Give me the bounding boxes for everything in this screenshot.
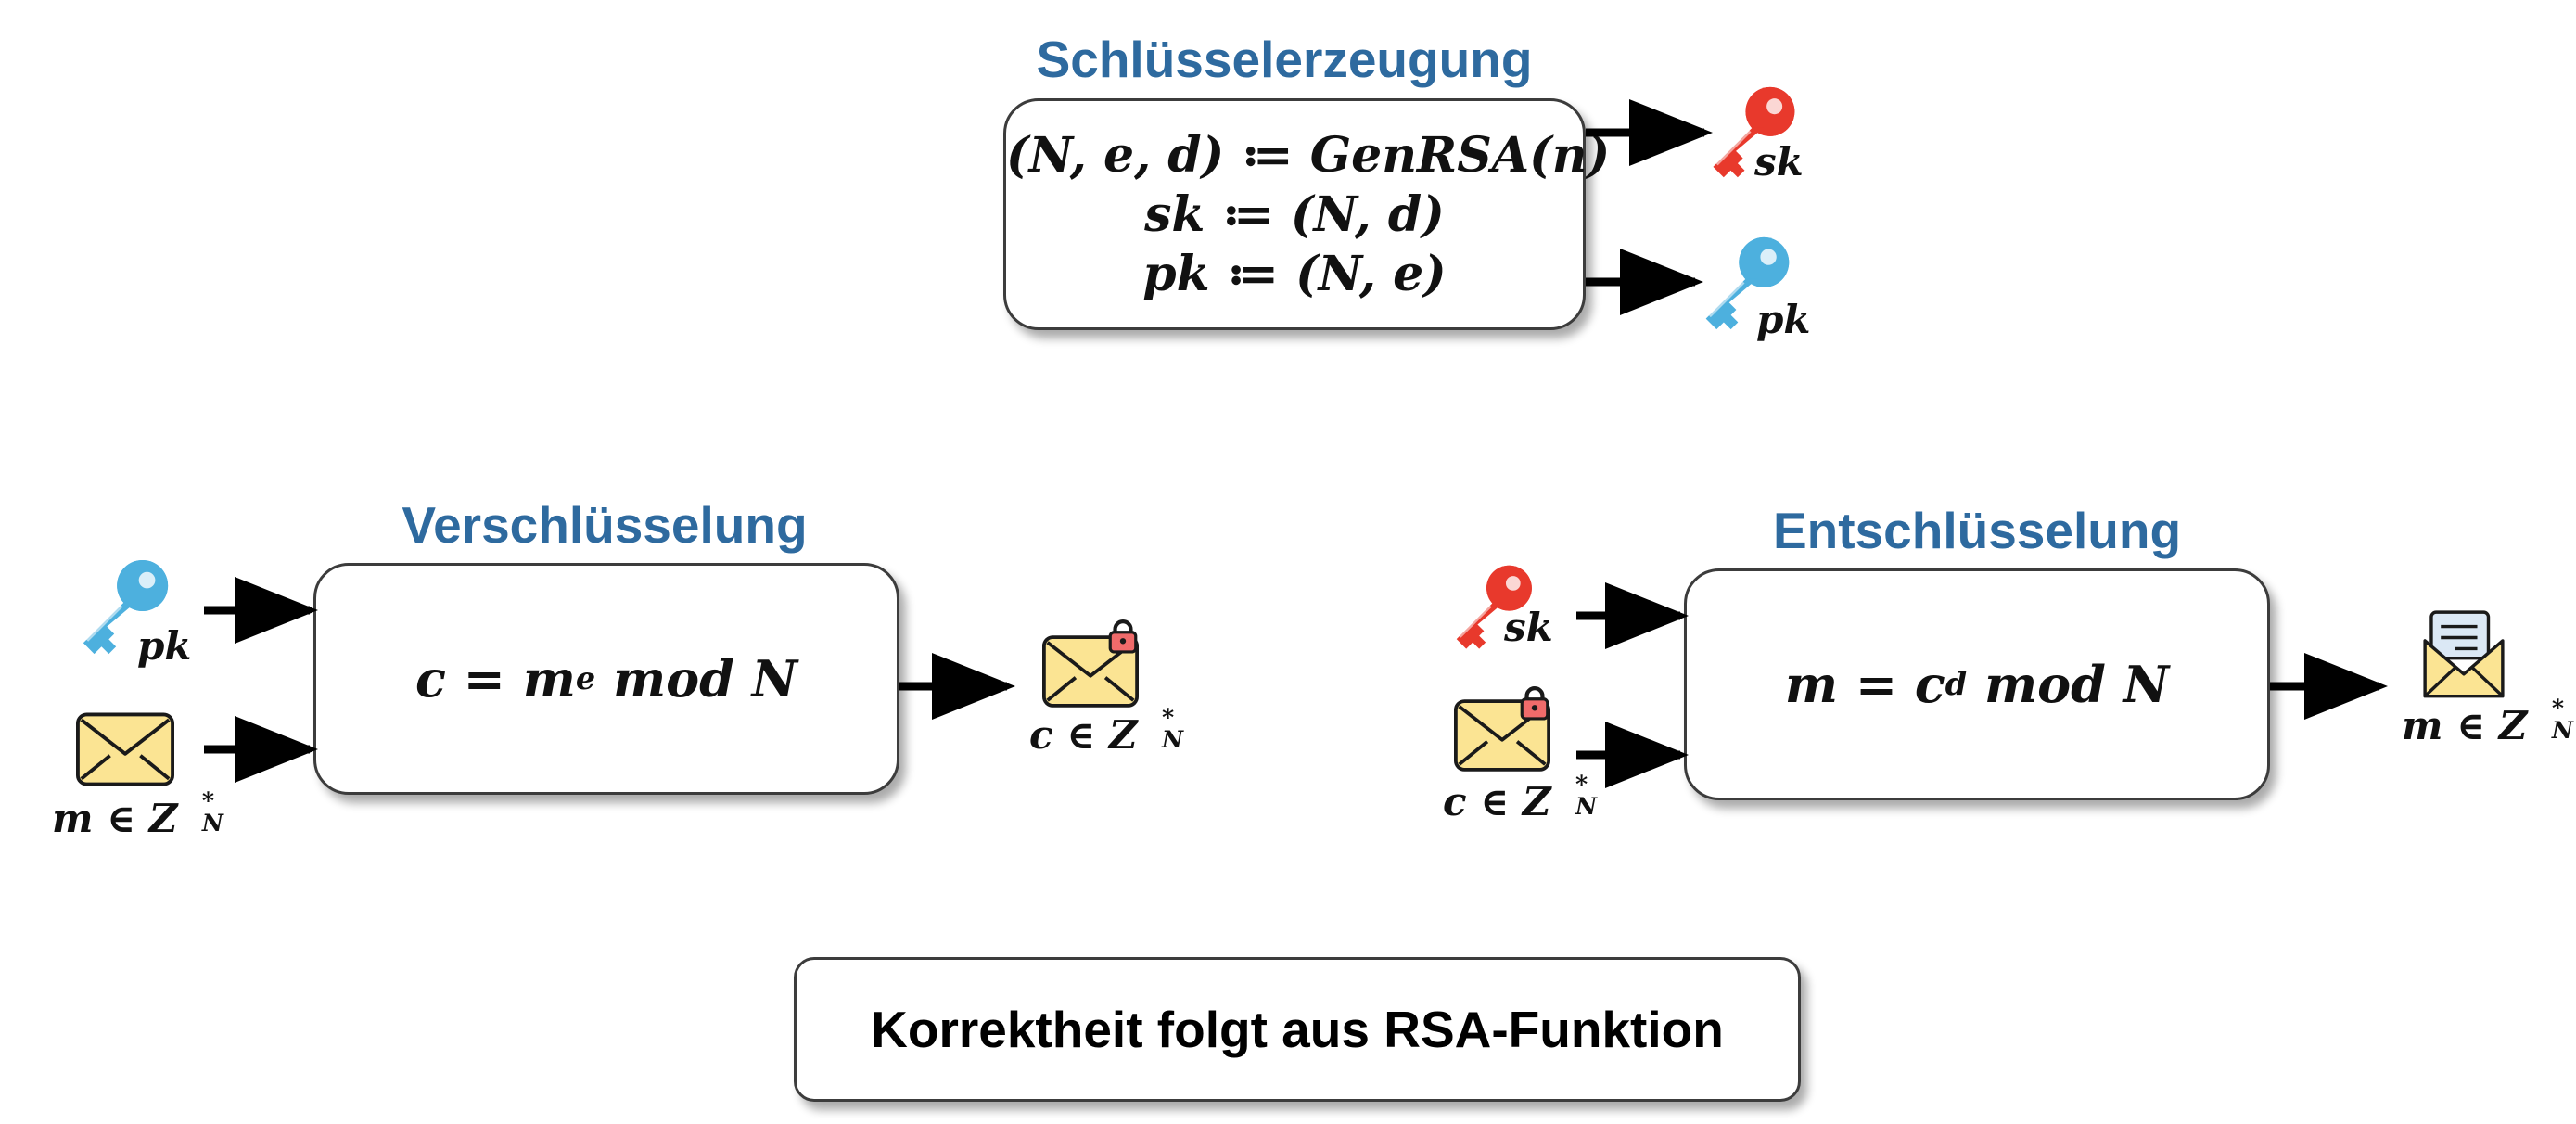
keygen-box: (N, e, d) ≔ GenRSA(n) sk ≔ (N, d) pk ≔ (… [1003,98,1611,330]
encryption-ciphertext-text: c ∈ Z [1029,712,1138,758]
keygen-line-2: sk ≔ (N, d) [1144,186,1445,243]
encryption-formula-rest: mod N [595,649,798,709]
encryption-formula-lhs: c = m [414,649,576,709]
decryption-message-label: m ∈ Z​*N [2402,694,2573,748]
decryption-formula-rest: mod N [1967,655,2170,714]
keygen-line-1: (N, e, d) ≔ GenRSA(n) [1006,127,1611,184]
encryption-message-label: m ∈ Z​*N [52,786,223,841]
keygen-line-3: pk ≔ (N, e) [1142,246,1447,302]
encryption-title: Verschlüsselung [402,496,808,554]
decryption-sk-label: sk [1504,605,1553,650]
encryption-ciphertext-set-sup: * [1162,702,1175,731]
encryption-ciphertext-set-sub: N [1162,724,1184,753]
encryption-ciphertext-label: c ∈ Z​*N [1029,703,1183,758]
decryption-formula-lhs: m = c [1784,655,1945,714]
keygen-pk-label: pk [1756,297,1811,342]
decryption-ciphertext-set-sup: * [1575,769,1588,798]
decryption-message-set-sub: N [2551,715,2573,744]
decryption-ciphertext-set-sub: N [1575,791,1598,820]
keygen-title: Schlüsselerzeugung [1036,31,1533,88]
encryption-pk-label: pk [137,623,192,669]
lock-icon [1521,686,1549,720]
opened-envelope-icon [2423,610,2505,698]
decryption-ciphertext-label: c ∈ Z​*N [1443,770,1597,824]
encryption-message-set-sub: N [201,808,223,837]
decryption-message-set-sup: * [2551,693,2565,722]
encryption-message-set-sup: * [201,786,215,814]
decryption-message-text: m ∈ Z [2402,703,2528,748]
encryption-message-text: m ∈ Z [52,796,178,841]
decryption-title: Entschlüsselung [1772,502,2182,559]
correctness-note: Korrektheit folgt aus RSA-Funktion [794,957,1801,1102]
keygen-sk-label: sk [1754,139,1804,185]
decryption-ciphertext-text: c ∈ Z [1443,779,1551,824]
